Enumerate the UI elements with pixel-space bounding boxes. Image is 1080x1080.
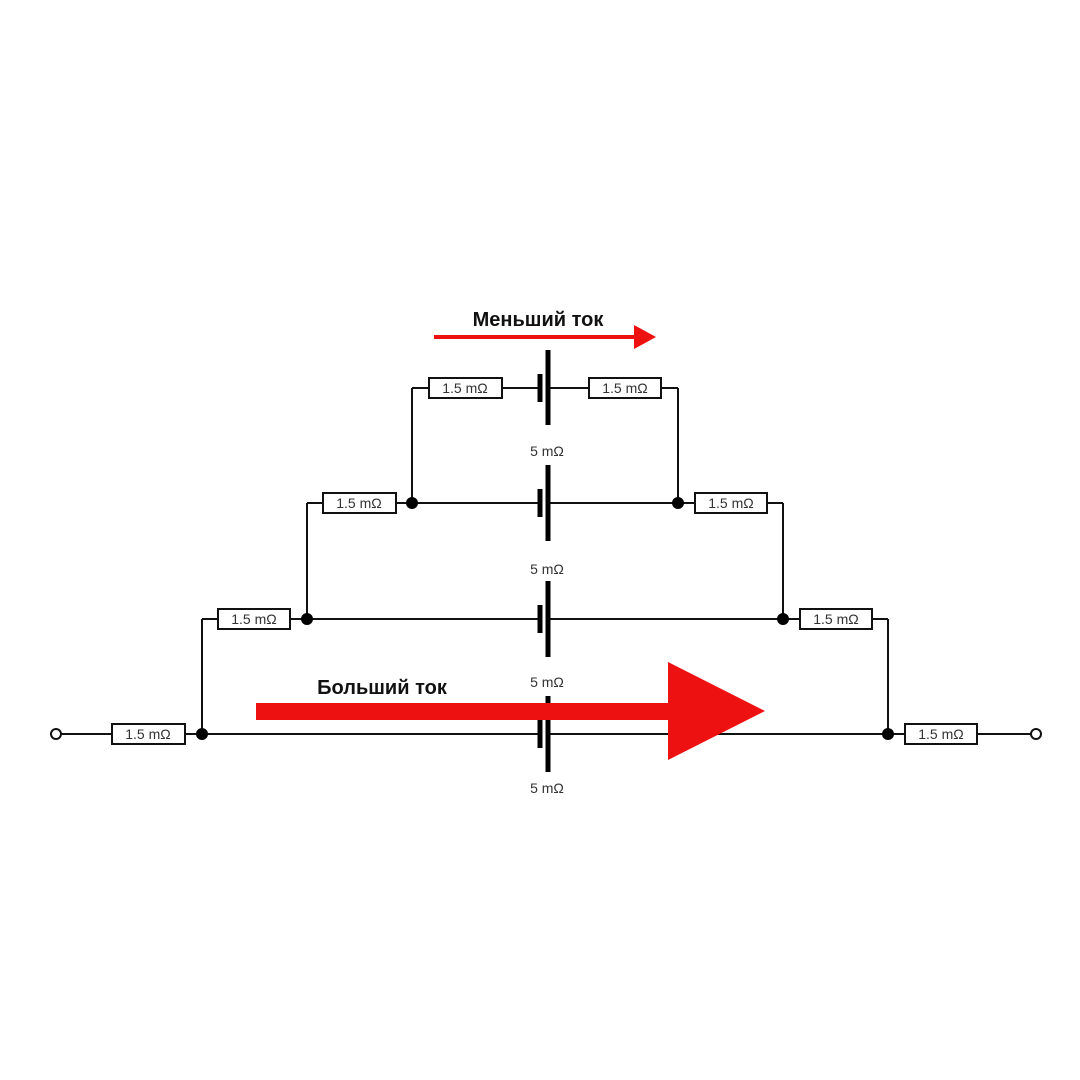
wires xyxy=(56,387,1036,735)
resistor-row2-left: 1.5 mΩ xyxy=(322,492,397,514)
cell-label-row2: 5 mΩ xyxy=(530,561,564,577)
cell-row2 xyxy=(537,465,551,541)
resistor-label: 1.5 mΩ xyxy=(602,380,647,396)
junction-node xyxy=(672,497,684,509)
resistor-label: 1.5 mΩ xyxy=(336,495,381,511)
cell-top xyxy=(537,350,551,425)
resistor-row2-right: 1.5 mΩ xyxy=(694,492,768,514)
resistor-bottom-left: 1.5 mΩ xyxy=(111,723,186,745)
junction-node xyxy=(301,613,313,625)
resistor-label: 1.5 mΩ xyxy=(125,726,170,742)
junction-node xyxy=(196,728,208,740)
junction-node xyxy=(777,613,789,625)
resistor-top-left: 1.5 mΩ xyxy=(428,377,503,399)
resistor-label: 1.5 mΩ xyxy=(442,380,487,396)
arrow-head xyxy=(668,662,765,760)
resistor-label: 1.5 mΩ xyxy=(708,495,753,511)
cell-row3 xyxy=(537,581,551,657)
cell-label-top: 5 mΩ xyxy=(530,443,564,459)
junction-nodes xyxy=(196,497,894,740)
arrow-small-current xyxy=(434,325,656,349)
arrow-large-current xyxy=(256,662,765,760)
terminal-left xyxy=(50,728,62,740)
arrow-small-label: Меньший ток xyxy=(473,309,605,331)
terminal-right xyxy=(1030,728,1042,740)
arrow-large-label: Больший ток xyxy=(317,677,448,699)
cell-label-bottom: 5 mΩ xyxy=(530,780,564,796)
junction-node xyxy=(406,497,418,509)
resistor-row3-right: 1.5 mΩ xyxy=(799,608,873,630)
resistor-top-right: 1.5 mΩ xyxy=(588,377,662,399)
resistor-label: 1.5 mΩ xyxy=(813,611,858,627)
resistor-row3-left: 1.5 mΩ xyxy=(217,608,291,630)
arrow-head xyxy=(634,325,656,349)
resistor-bottom-right: 1.5 mΩ xyxy=(904,723,978,745)
arrow-shaft xyxy=(256,703,674,720)
cell-label-row3: 5 mΩ xyxy=(530,674,564,690)
resistor-label: 1.5 mΩ xyxy=(231,611,276,627)
junction-node xyxy=(882,728,894,740)
resistor-label: 1.5 mΩ xyxy=(918,726,963,742)
